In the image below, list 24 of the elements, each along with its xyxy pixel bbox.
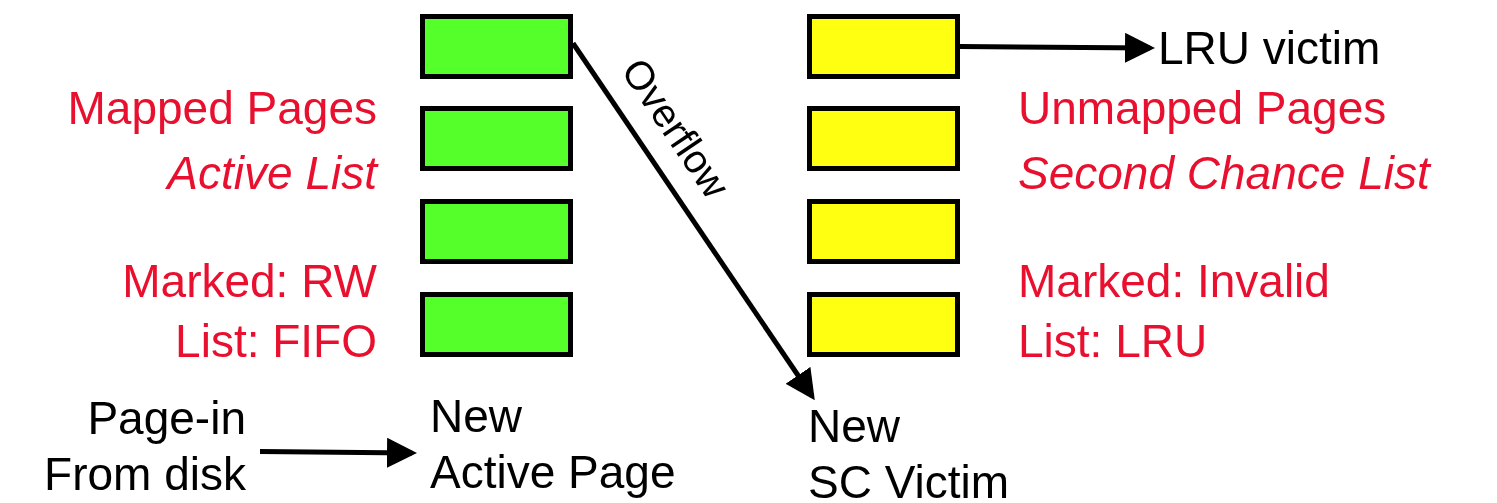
text-label: New — [808, 399, 901, 454]
list-label: Second Chance List — [1018, 146, 1430, 201]
arrow — [960, 32, 1155, 63]
page-slot-box — [807, 199, 960, 264]
page-slot-box — [420, 292, 573, 357]
list-label: List: LRU — [1018, 314, 1208, 369]
text-label: SC Victim — [808, 455, 1010, 503]
page-slot-box — [420, 199, 573, 264]
list-label: Unmapped Pages — [1018, 81, 1387, 136]
list-label: Mapped Pages — [67, 81, 377, 136]
text-label: Active Page — [430, 445, 676, 500]
page-slot-box — [807, 106, 960, 171]
arrow — [259, 437, 417, 468]
page-slot-box — [807, 292, 960, 357]
text-label: Page-in From disk — [10, 390, 246, 502]
list-label: List: FIFO — [175, 314, 377, 369]
page-slot-box — [420, 106, 573, 171]
page-slot-box — [807, 14, 960, 79]
list-label: Marked: RW — [122, 254, 377, 309]
list-label: Marked: Invalid — [1018, 254, 1330, 309]
list-label: Active List — [167, 146, 377, 201]
text-label: New — [430, 389, 523, 444]
text-label: LRU victim — [1158, 20, 1458, 76]
page-slot-box — [420, 14, 573, 79]
